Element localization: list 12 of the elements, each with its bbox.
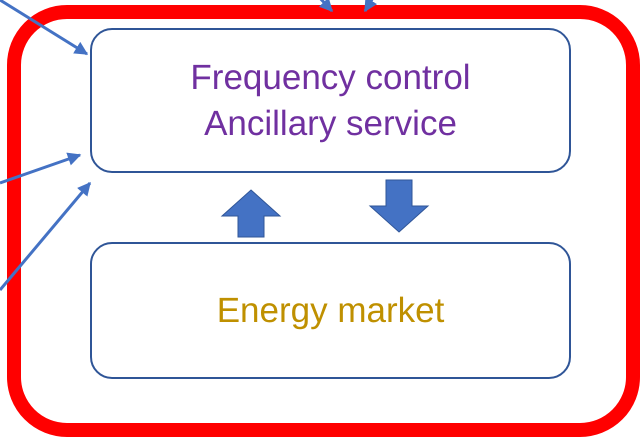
process-box	[90, 28, 571, 173]
box-label: Frequency control Ancillary service	[189, 57, 472, 144]
block-arrow	[368, 180, 430, 233]
arrow	[0, 152, 82, 184]
arrow	[0, 182, 92, 291]
group-frame	[7, 5, 640, 437]
arrow	[364, 0, 378, 12]
process-box	[90, 242, 571, 379]
box-label: Energy market	[216, 290, 444, 332]
block-arrow	[220, 189, 282, 238]
arrow	[316, 0, 334, 12]
arrow	[0, 0, 88, 56]
